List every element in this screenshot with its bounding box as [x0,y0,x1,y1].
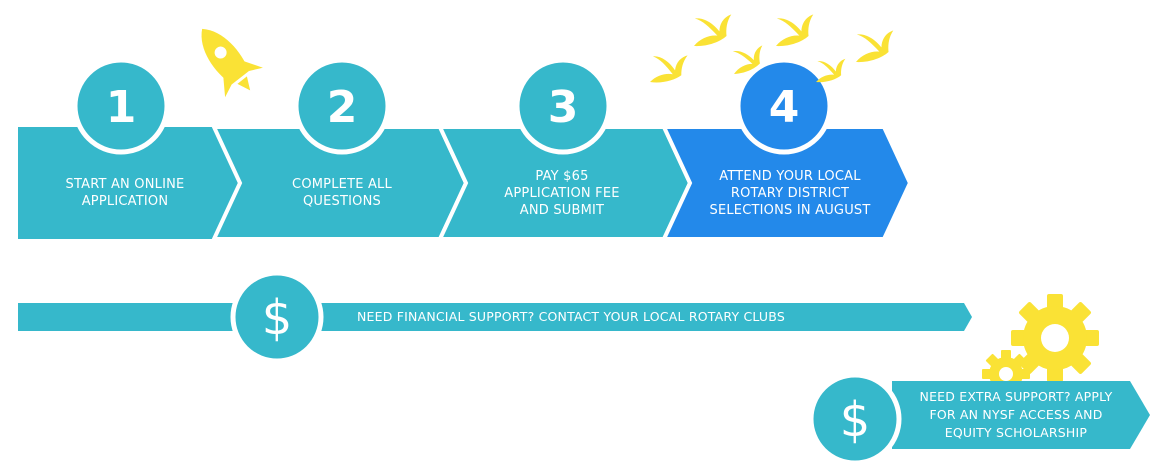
gear-icon [1011,294,1099,382]
step-2-label-line: COMPLETE ALL [292,177,392,192]
rocket-icon [201,28,263,98]
financial-dollar-circle: $ [230,270,324,364]
bird-icon [767,6,821,50]
bird-icon [847,22,901,66]
bird-icon [643,47,693,86]
step-4-label-line: ATTEND YOUR LOCAL [719,168,861,184]
step-4-label-line: ROTARY DISTRICT [730,185,850,201]
step-2-number-circle: 2 [293,57,391,155]
step-1-label-line: APPLICATION [81,194,169,209]
step-4-number-circle: 4 [735,57,833,155]
step-1-chevron [18,127,240,239]
step-1-number: 1 [106,82,137,133]
step-1-number-circle: 1 [72,57,170,155]
extra-support-line: NEED EXTRA SUPPORT? APPLY [919,389,1113,404]
extra-support-banner [892,381,1150,449]
step-4-chevron [660,125,913,241]
extra-support-text: NEED EXTRA SUPPORT? APPLY FOR AN NYSF AC… [906,385,1126,445]
step-3-number: 3 [548,82,579,133]
step-4-label-line: SELECTIONS IN AUGUST [709,202,871,218]
step-3-label-line: PAY $65 [535,168,589,184]
dollar-icon: $ [840,392,871,448]
step-2-label-line: QUESTIONS [302,194,381,209]
step-3-label-line: APPLICATION FEE [504,185,620,201]
step-3-label: PAY $65 APPLICATION FEE AND SUBMIT [476,160,648,226]
bird-icon [685,6,739,50]
step-1-label-line: START AN ONLINE [65,177,185,192]
financial-support-text: NEED FINANCIAL SUPPORT? CONTACT YOUR LOC… [357,309,785,324]
extra-support-line: FOR AN NYSF ACCESS AND [929,407,1103,422]
step-2-number: 2 [327,82,358,133]
step-3-label-line: AND SUBMIT [519,202,605,218]
step-4-number: 4 [769,82,800,133]
dollar-icon: $ [262,290,293,346]
extra-dollar-circle: $ [808,372,902,466]
extra-support-line: EQUITY SCHOLARSHIP [944,425,1088,440]
step-1-label: START AN ONLINE APPLICATION [40,168,210,218]
step-3-number-circle: 3 [514,57,612,155]
step-2-label: COMPLETE ALL QUESTIONS [256,168,428,218]
step-4-label: ATTEND YOUR LOCAL ROTARY DISTRICT SELECT… [700,160,880,226]
